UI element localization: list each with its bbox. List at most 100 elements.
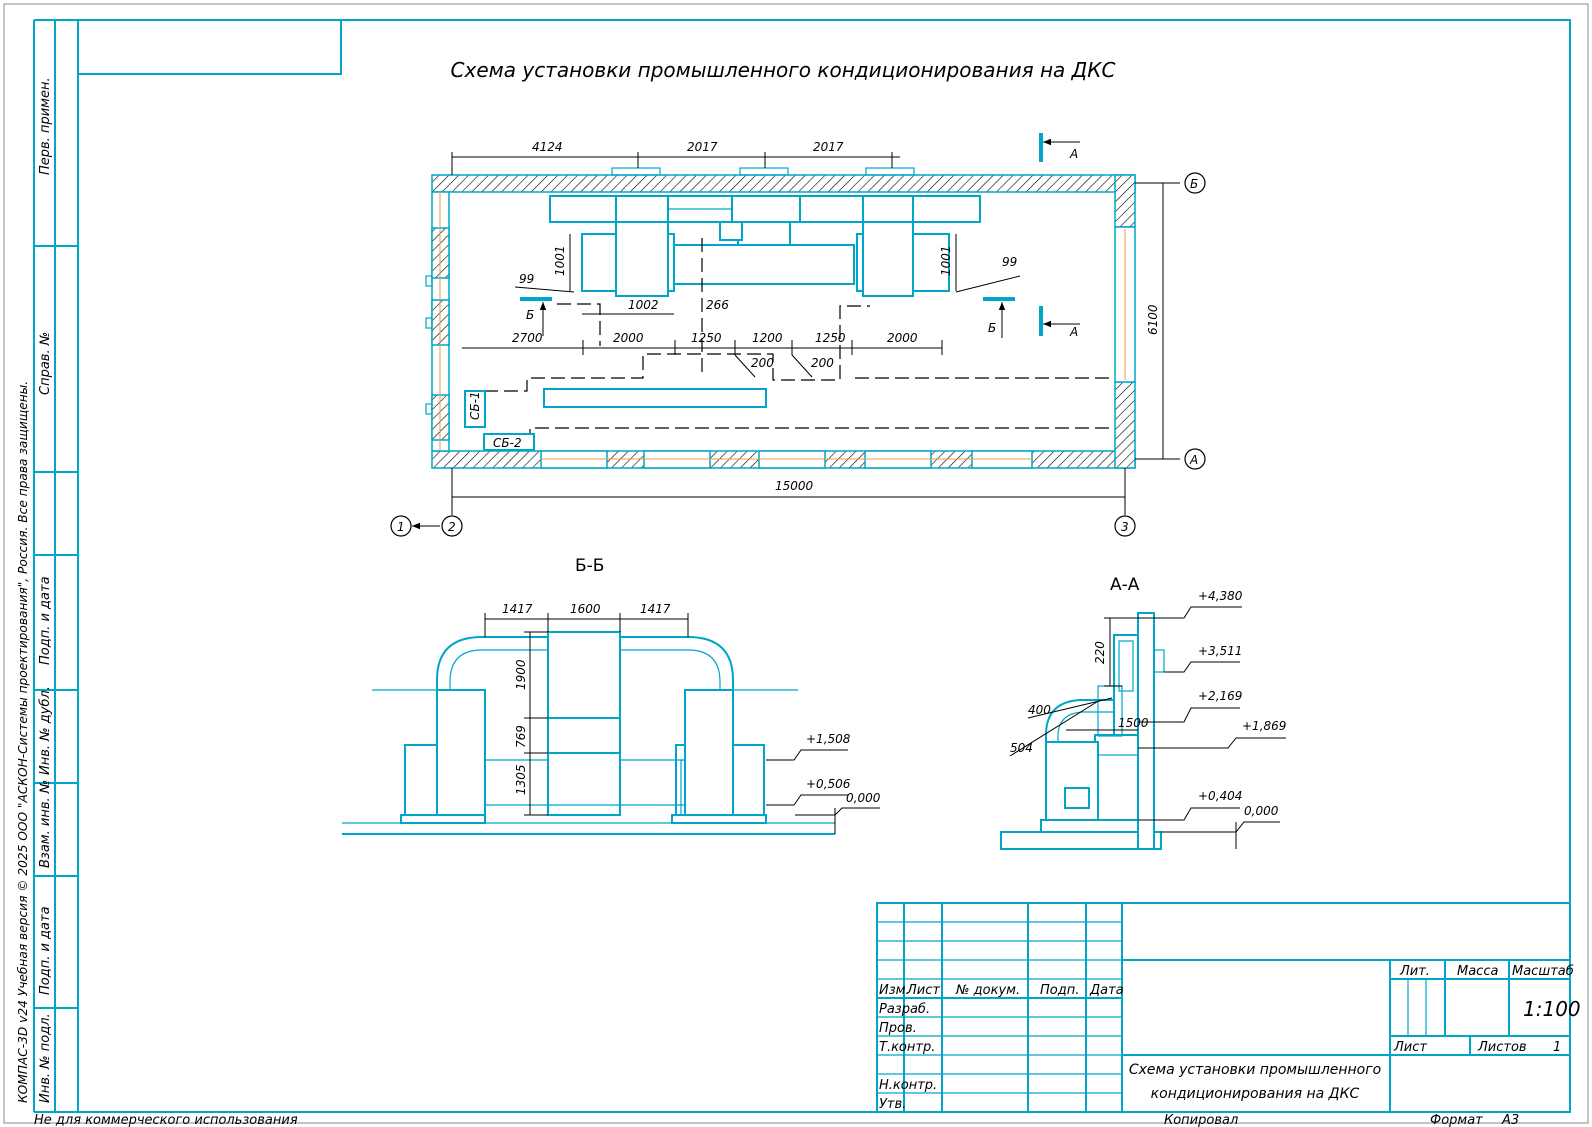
header-podp: Подп.	[1040, 983, 1079, 998]
role-prov: Пров.	[879, 1021, 917, 1036]
doc-title-line1: Схема установки промышленного	[1129, 1062, 1381, 1078]
format-label: Формат	[1430, 1113, 1483, 1127]
header-list: Лист	[906, 983, 940, 998]
dim-99-left: 99	[519, 272, 534, 286]
axis-2: 2	[448, 520, 456, 534]
level-aa-4380: +4,380	[1198, 589, 1243, 603]
side-label-podp-data-1: Подп. и дата	[38, 576, 53, 665]
axis-A: А	[1189, 453, 1198, 467]
dim-2017-a: 2017	[687, 140, 718, 154]
level-bb-0506: +0,506	[806, 777, 851, 791]
side-label-podp-data-2: Подп. и дата	[38, 906, 53, 995]
dim-bb-769: 769	[514, 725, 528, 748]
plan-inner-dims: 1001 1001 99 99 1002 266 2700 2000 1250 …	[462, 234, 1021, 378]
section-bb: Б-Б 1417 1600 1417	[342, 556, 881, 835]
noncommercial-note: Не для коммерческого использования	[34, 1113, 298, 1127]
axis-B: Б	[1190, 177, 1198, 191]
header-data: Дата	[1089, 983, 1124, 998]
doc-title-line2: кондиционирования на ДКС	[1151, 1086, 1360, 1102]
dim-2000-a: 2000	[613, 331, 644, 345]
plan-right-dims: 6100	[1135, 182, 1180, 460]
dim-6100: 6100	[1146, 304, 1160, 335]
scale-label: Масштаб	[1512, 964, 1574, 979]
dim-aa-1500: 1500	[1118, 716, 1149, 730]
dim-99-right: 99	[1002, 255, 1017, 269]
side-label-inv-podl: Инв. № подл.	[38, 1013, 53, 1103]
unit-sb2	[483, 433, 535, 451]
dim-bb-1600: 1600	[570, 602, 601, 616]
side-label-sprav: Справ. №	[38, 332, 53, 395]
dim-1200: 1200	[752, 331, 783, 345]
dim-bb-1305: 1305	[514, 764, 528, 795]
footer: Не для коммерческого использования Копир…	[34, 1113, 1519, 1127]
level-bb-1508: +1,508	[806, 732, 851, 746]
role-nkontr: Н.контр.	[879, 1078, 937, 1093]
header-doc: № докум.	[955, 983, 1020, 998]
level-aa-1869: +1,869	[1242, 719, 1286, 733]
wall-right-lower	[1114, 381, 1136, 469]
cut-marks: А А Б Б	[520, 133, 1080, 339]
cut-A-mid: А	[1069, 325, 1078, 339]
label-sb1: СБ-1	[468, 391, 482, 420]
dim-1002: 1002	[628, 298, 659, 312]
sheets-label: Листов	[1477, 1040, 1527, 1055]
dim-2017-b: 2017	[813, 140, 844, 154]
dim-aa-220: 220	[1093, 641, 1107, 664]
bottom-wall-windows	[540, 450, 1033, 469]
level-aa-0000: 0,000	[1244, 804, 1279, 818]
drawing-title: Схема установки промышленного кондициони…	[451, 58, 1116, 82]
side-label-perv-primen: Перв. примен.	[38, 77, 53, 175]
section-aa-title: А-А	[1110, 575, 1140, 595]
unit-sb1	[464, 390, 486, 428]
axis-3: 3	[1121, 520, 1129, 534]
role-utv: Утв.	[879, 1097, 906, 1112]
lit-label: Лит.	[1399, 964, 1430, 979]
format-value: A3	[1501, 1113, 1519, 1127]
mass-label: Масса	[1457, 964, 1498, 979]
plan-top-dims: 4124 2017 2017	[451, 140, 900, 175]
dim-1250-b: 1250	[815, 331, 846, 345]
wall-right-upper	[1114, 174, 1136, 228]
dim-aa-400: 400	[1028, 703, 1051, 717]
level-aa-0404: +0,404	[1198, 789, 1242, 803]
label-sb2: СБ-2	[493, 436, 522, 450]
side-label-vzam-inv: Взам. инв. №	[38, 780, 53, 868]
unit-long	[543, 388, 767, 408]
dim-bb-1900: 1900	[514, 659, 528, 690]
wall-top	[431, 174, 1136, 193]
role-razrab: Разраб.	[879, 1002, 930, 1017]
plan-view: СБ-1 СБ-2 4124 2017 2017 15000 6100	[390, 133, 1206, 537]
level-aa-3511: +3,511	[1198, 644, 1242, 658]
dim-15000: 15000	[775, 479, 814, 493]
side-stamp-labels: Перв. примен. Справ. № Подп. и дата Инв.…	[16, 77, 53, 1103]
dim-200-b: 200	[811, 356, 834, 370]
axis-1: 1	[397, 520, 405, 534]
cut-B-right: Б	[988, 321, 996, 335]
dim-1250-a: 1250	[691, 331, 722, 345]
side-label-inv-dubl: Инв. № дубл.	[38, 686, 53, 775]
dim-bb-1417-b: 1417	[640, 602, 671, 616]
cut-A-top: А	[1069, 147, 1078, 161]
dim-4124: 4124	[532, 140, 563, 154]
sheet-frame	[3, 3, 1589, 1124]
level-bb-0000: 0,000	[846, 791, 881, 805]
header-izm: Изм.	[879, 983, 910, 998]
plan-bottom-dims: 15000	[451, 468, 1126, 515]
dim-bb-1417-a: 1417	[502, 602, 533, 616]
title-block: Изм. Лист № докум. Подп. Дата Разраб. Пр…	[876, 902, 1581, 1113]
dim-aa-504: 504	[1010, 741, 1033, 755]
dim-2000-b: 2000	[887, 331, 918, 345]
ducts	[549, 195, 981, 297]
cut-B-left: Б	[526, 308, 534, 322]
scale-value: 1:100	[1523, 997, 1581, 1021]
role-tkontr: Т.контр.	[879, 1040, 935, 1055]
dim-1001-left: 1001	[553, 245, 567, 276]
copyright-text: КОМПАС-3D v24 Учебная версия © 2025 ООО …	[16, 381, 30, 1103]
dim-200-a: 200	[751, 356, 774, 370]
dim-2700: 2700	[512, 331, 543, 345]
copied-label: Копировал	[1164, 1113, 1238, 1127]
dim-266: 266	[706, 298, 729, 312]
axis-markers: Б А 2 3 1	[390, 172, 1206, 537]
section-bb-title: Б-Б	[575, 556, 604, 576]
